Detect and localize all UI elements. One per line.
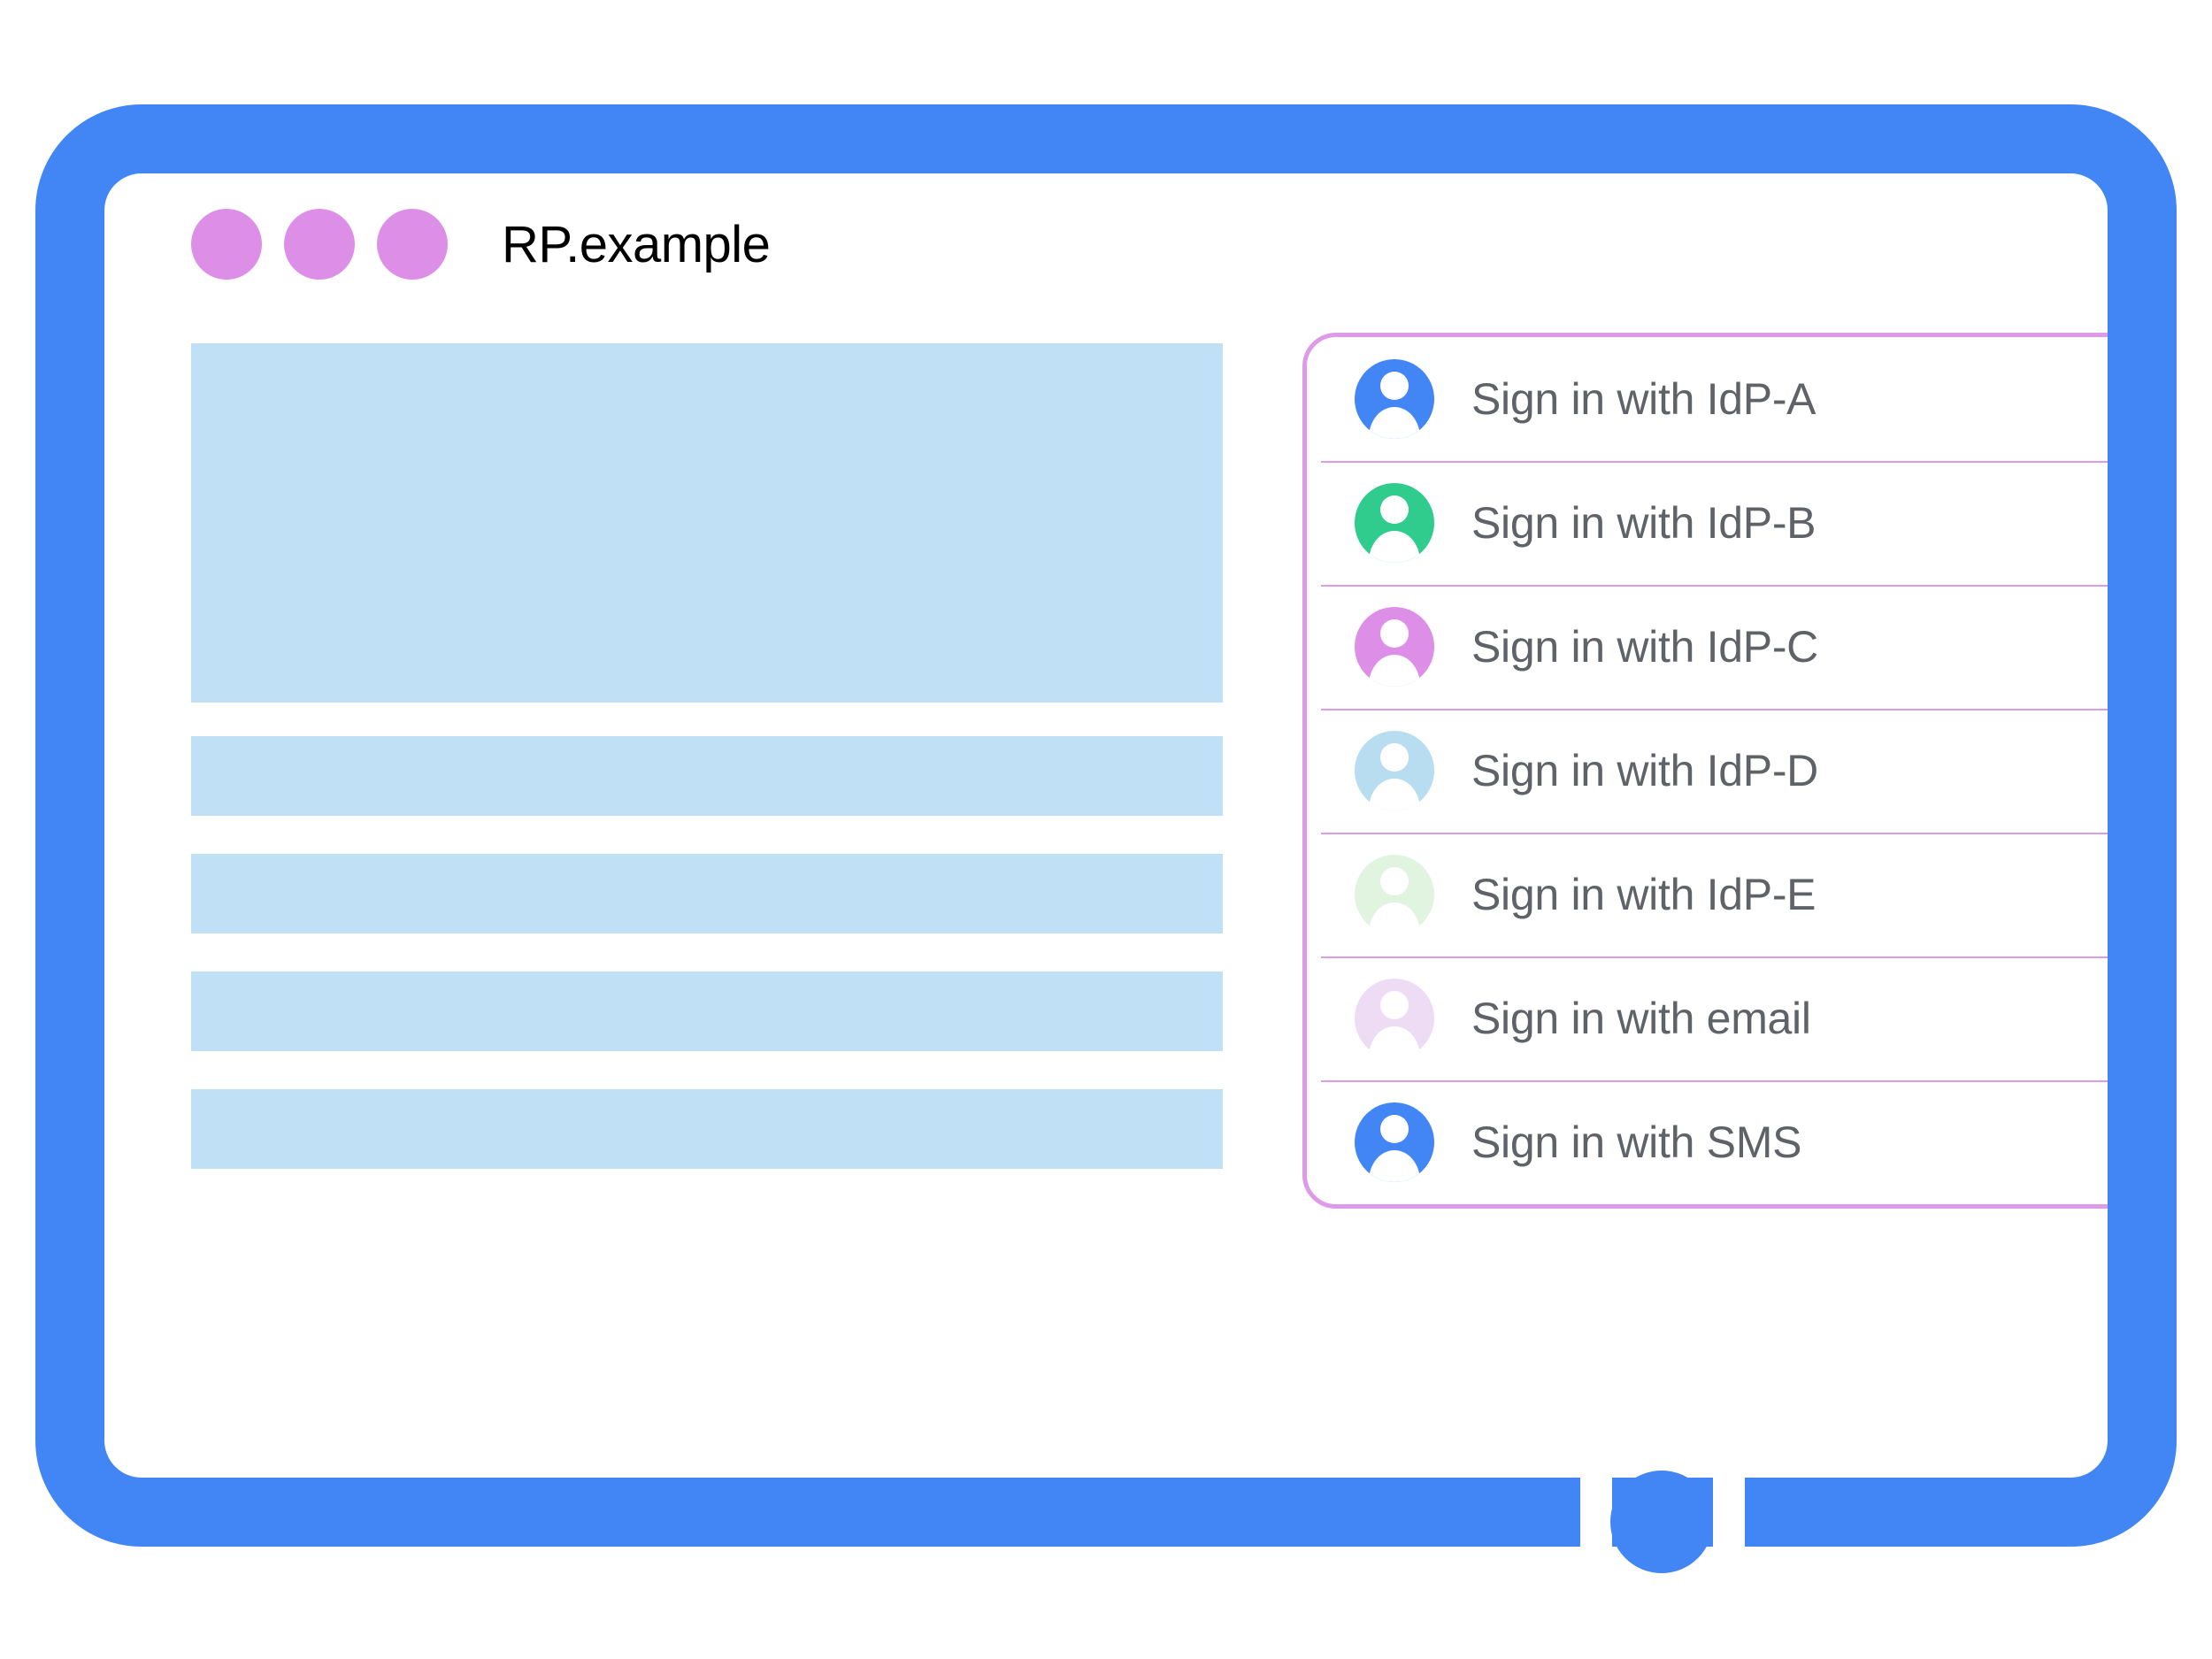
account-chooser-dialog: Sign in with IdP-A Sign in with IdP-B Si… [1302, 333, 2108, 1209]
text-placeholder-4 [191, 1089, 1223, 1169]
signin-option-idp-d[interactable]: Sign in with IdP-D [1307, 709, 2108, 833]
signin-option-idp-e[interactable]: Sign in with IdP-E [1307, 833, 2108, 956]
person-avatar-icon [1355, 607, 1434, 687]
person-avatar-icon [1355, 1102, 1434, 1182]
person-avatar-icon [1355, 979, 1434, 1058]
home-button[interactable] [1610, 1471, 1713, 1573]
window-dot-1-icon[interactable] [191, 209, 262, 280]
page-title: RP.example [502, 215, 771, 273]
window-dot-3-icon[interactable] [377, 209, 448, 280]
text-placeholder-3 [191, 972, 1223, 1051]
signin-option-sms[interactable]: Sign in with SMS [1307, 1080, 2108, 1204]
signin-option-label: Sign in with IdP-E [1471, 870, 1816, 919]
signin-option-label: Sign in with IdP-B [1471, 498, 1816, 548]
page-content [191, 343, 1223, 1169]
text-placeholder-1 [191, 736, 1223, 816]
person-avatar-icon [1355, 483, 1434, 563]
signin-option-label: Sign in with IdP-D [1471, 746, 1818, 795]
person-avatar-icon [1355, 855, 1434, 934]
window-dot-2-icon[interactable] [284, 209, 355, 280]
signin-option-label: Sign in with IdP-C [1471, 622, 1818, 672]
bezel-gap-right [1713, 1476, 1745, 1550]
text-placeholder-2 [191, 854, 1223, 933]
signin-option-label: Sign in with email [1471, 994, 1811, 1043]
device-screen: RP.example Sign in with IdP-A Sign i [104, 173, 2108, 1478]
person-avatar-icon [1355, 359, 1434, 439]
hero-placeholder [191, 343, 1223, 703]
signin-option-label: Sign in with SMS [1471, 1118, 1802, 1167]
person-avatar-icon [1355, 731, 1434, 810]
signin-option-idp-a[interactable]: Sign in with IdP-A [1307, 337, 2108, 461]
signin-option-idp-b[interactable]: Sign in with IdP-B [1307, 461, 2108, 585]
signin-option-idp-c[interactable]: Sign in with IdP-C [1307, 585, 2108, 709]
browser-titlebar: RP.example [104, 173, 2108, 315]
signin-option-label: Sign in with IdP-A [1471, 374, 1816, 424]
bezel-gap-left [1580, 1476, 1612, 1550]
signin-option-email[interactable]: Sign in with email [1307, 956, 2108, 1080]
